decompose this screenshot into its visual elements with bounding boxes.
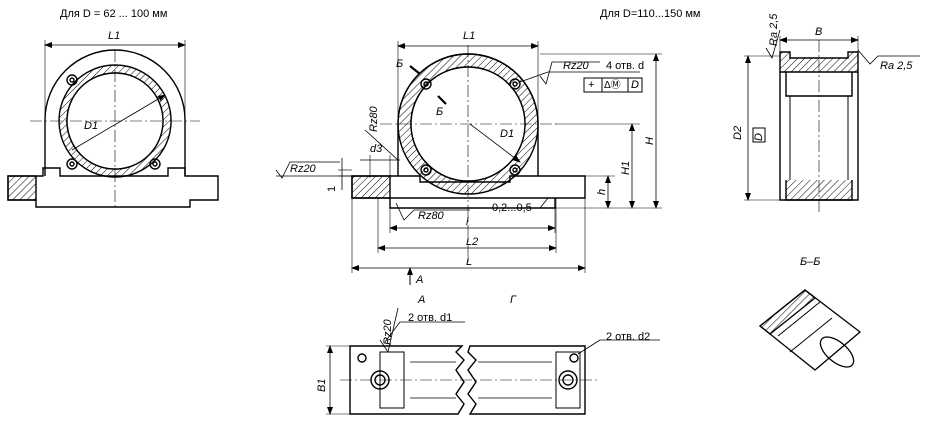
view-a-label: А bbox=[418, 294, 426, 306]
note-holes-4: 4 отв. d bbox=[606, 60, 645, 72]
dim-h1: H1 bbox=[620, 160, 632, 175]
dim-h-upper: H bbox=[644, 137, 656, 145]
note-holes-d1: 2 отв. d1 bbox=[408, 312, 453, 324]
dim-d1-small: D1 bbox=[84, 120, 99, 132]
dim-d-box: D bbox=[753, 133, 765, 141]
roughness-ra-top: Ra 2,5 bbox=[768, 13, 780, 46]
tolerance-datum: D bbox=[631, 79, 639, 91]
section-bb-view bbox=[758, 289, 862, 371]
dim-one: 1 bbox=[326, 185, 338, 192]
dim-clearance: 0,2...0,5 bbox=[492, 202, 532, 214]
view-g-label: Г bbox=[510, 294, 516, 306]
dim-l-large: L bbox=[466, 256, 473, 268]
dim-l1-small: L1 bbox=[108, 30, 121, 42]
dim-d1: D1 bbox=[500, 128, 515, 140]
dim-d3: d3 bbox=[370, 143, 383, 155]
bushing-section-view bbox=[744, 29, 920, 212]
dim-b: B bbox=[815, 26, 823, 38]
dim-h-small: h bbox=[596, 188, 608, 195]
roughness-rz20-left: Rz20 bbox=[290, 163, 316, 175]
tolerance-symbol-position: + bbox=[588, 79, 595, 91]
note-holes-d2: 2 отв. d2 bbox=[606, 331, 651, 343]
dim-d2: D2 bbox=[732, 125, 744, 140]
tolerance-symbol-m: ΔⓂ bbox=[604, 80, 621, 91]
dim-b1: B1 bbox=[316, 378, 328, 392]
roughness-ra-right: Ra 2,5 bbox=[880, 60, 913, 72]
roughness-rz80-bottom: Rz80 bbox=[418, 210, 444, 222]
small-housing-view bbox=[7, 40, 219, 210]
caption-large-range: Для D=110...150 мм bbox=[600, 8, 701, 20]
section-mark-bottom: Б bbox=[436, 106, 444, 118]
section-bb-label: Б–Б bbox=[800, 256, 821, 268]
large-housing-view bbox=[275, 41, 662, 285]
caption-small-range: Для D = 62 ... 100 мм bbox=[60, 8, 168, 20]
arrow-a-label: А bbox=[416, 274, 424, 286]
roughness-rz80-side: Rz80 bbox=[368, 106, 380, 132]
dim-l-small: l bbox=[466, 216, 469, 228]
plan-view bbox=[326, 307, 660, 415]
roughness-rz20-plan: Rz20 bbox=[382, 319, 394, 345]
roughness-rz20-top: Rz20 bbox=[563, 60, 589, 72]
dim-l2: L2 bbox=[466, 236, 479, 248]
dim-l1: L1 bbox=[463, 30, 476, 42]
section-mark-top: Б bbox=[396, 58, 404, 70]
